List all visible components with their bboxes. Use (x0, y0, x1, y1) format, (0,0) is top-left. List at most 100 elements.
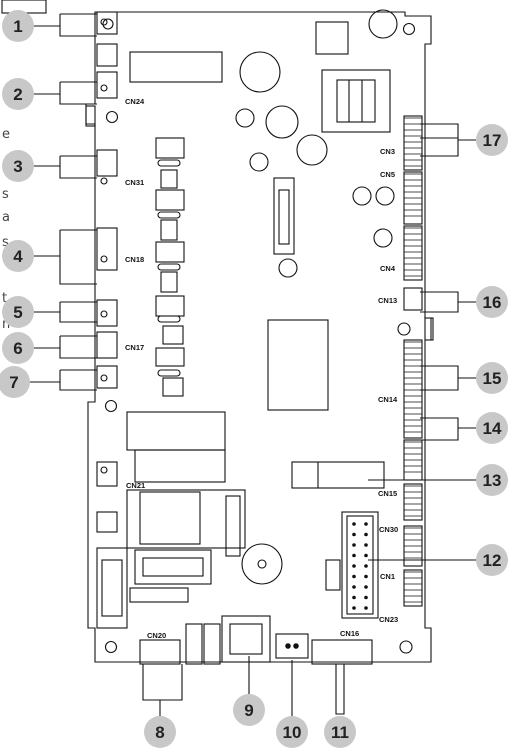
callout-2: 2 (2, 78, 34, 110)
header-pin (352, 606, 356, 610)
label-cn30: CN30 (379, 525, 398, 534)
connector-labels: CN24 CN31 CN18 CN17 CN21 CN20 CN16 CN3 C… (125, 97, 398, 640)
label-cn20: CN20 (147, 631, 166, 640)
callout-1: 1 (2, 10, 34, 42)
callout-circle (2, 10, 34, 42)
callout-17: 17 (476, 124, 508, 156)
callout-6: 6 (2, 332, 34, 364)
edge-fragment: s (2, 187, 9, 202)
callout-circle (476, 124, 508, 156)
callout-5: 5 (2, 296, 34, 328)
callout-10: 10 (276, 716, 308, 748)
lower-components (96, 411, 385, 629)
callout-circle (2, 78, 34, 110)
edge-fragment: n (2, 317, 10, 332)
callout-number: 5 (13, 303, 22, 322)
callout-circle (476, 362, 508, 394)
callout-circle (2, 240, 34, 272)
callout-number: 12 (483, 551, 502, 570)
header-pin (352, 574, 356, 579)
callout-number: 3 (13, 157, 22, 176)
callout-number: 14 (483, 419, 502, 438)
callout-number: 9 (244, 701, 253, 720)
callout-circle (0, 366, 30, 398)
connector-teeth (404, 117, 422, 603)
left-connectors (96, 11, 118, 533)
callout-number: 10 (283, 723, 302, 742)
callout-15: 15 (476, 362, 508, 394)
label-cn18: CN18 (125, 255, 144, 264)
header-pin (364, 595, 368, 600)
callout-circle (476, 544, 508, 576)
callout-8: 8 (144, 716, 176, 748)
header-pin (364, 553, 368, 558)
header-pin (364, 532, 368, 537)
callout-9: 9 (233, 694, 265, 726)
header-pin (352, 564, 356, 568)
header-pin (364, 543, 368, 547)
header-pin (352, 522, 356, 526)
callout-circle (276, 716, 308, 748)
callout-number: 17 (483, 131, 502, 150)
label-cn31: CN31 (125, 178, 144, 187)
header-pins (352, 522, 368, 610)
label-cn17: CN17 (125, 343, 144, 352)
label-cn15: CN15 (378, 489, 397, 498)
callout-14: 14 (476, 412, 508, 444)
edge-fragment: s (2, 235, 9, 250)
clipped-frame-corner (1, 0, 47, 14)
label-cn24: CN24 (125, 97, 145, 106)
edge-fragment: a (2, 210, 10, 225)
label-cn1: CN1 (380, 572, 395, 581)
callout-12: 12 (476, 544, 508, 576)
label-cn3: CN3 (380, 147, 395, 156)
edge-fragment: e (2, 127, 10, 142)
header-pin (352, 553, 356, 558)
label-cn5: CN5 (380, 170, 395, 179)
callout-number: 7 (9, 373, 18, 392)
upper-components (129, 9, 398, 278)
callout-number: 4 (13, 247, 23, 266)
header-pin (364, 564, 368, 568)
callout-number: 6 (13, 339, 22, 358)
callout-circle (476, 412, 508, 444)
center-components (155, 137, 185, 397)
callout-11: 11 (324, 716, 356, 748)
header-pin (364, 585, 368, 589)
callout-circle (2, 150, 34, 182)
header-pin (352, 543, 356, 547)
header-pin (364, 522, 368, 526)
callout-number: 2 (13, 85, 22, 104)
callout-3: 3 (2, 150, 34, 182)
callout-number: 11 (331, 723, 349, 742)
callout-7: 7 (0, 366, 30, 398)
callout-circle (2, 296, 34, 328)
label-cn21: CN21 (126, 481, 145, 490)
callout-circle (144, 716, 176, 748)
callout-circle (324, 716, 356, 748)
mounting-holes (102, 18, 416, 654)
pin-header-cn1 (341, 511, 379, 619)
callout-number: 13 (483, 471, 502, 490)
label-cn13: CN13 (378, 296, 397, 305)
header-pin (352, 532, 356, 537)
display-slot (267, 177, 329, 411)
callout-number: 16 (483, 293, 502, 312)
callout-circle (476, 464, 508, 496)
header-pin (352, 595, 356, 600)
callout-circle (476, 286, 508, 318)
callout-circle (233, 694, 265, 726)
label-cn14: CN14 (378, 395, 398, 404)
header-pin (352, 585, 356, 589)
callout-number: 8 (155, 723, 164, 742)
label-cn23: CN23 (379, 615, 398, 624)
callout-number: 1 (13, 17, 22, 36)
edge-fragment: t (2, 291, 7, 306)
label-cn16: CN16 (340, 629, 359, 638)
bottom-connectors (139, 615, 373, 665)
callout-circle (2, 332, 34, 364)
label-cn4: CN4 (380, 264, 396, 273)
pcb-outline (85, 11, 434, 663)
callout-16: 16 (476, 286, 508, 318)
